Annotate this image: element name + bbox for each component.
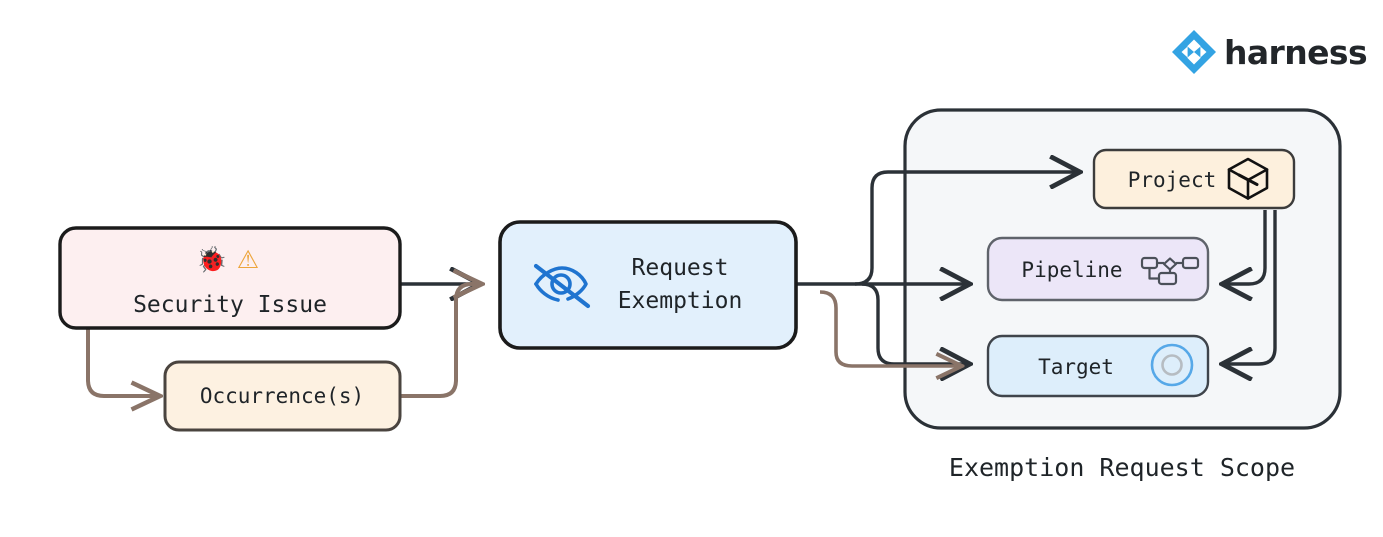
occurrences-box[interactable]	[163, 360, 402, 432]
pipeline-label: Pipeline	[1021, 258, 1122, 282]
edge-project-to-pipeline	[1222, 210, 1267, 284]
project-box[interactable]	[1092, 148, 1296, 210]
target-label: Target	[1038, 355, 1114, 379]
cube-box-icon	[1227, 157, 1269, 200]
node-security-issue[interactable]: 🐞 ⚠ Security Issue	[58, 226, 402, 330]
pipeline-box[interactable]	[986, 236, 1210, 302]
project-label: Project	[1128, 168, 1217, 192]
brand-name: harness	[1224, 33, 1367, 72]
edge-request-exemption-to-target-dark	[861, 282, 970, 364]
target-outer-ring	[1150, 343, 1194, 387]
node-occurrences[interactable]: Occurrence(s)	[163, 360, 402, 432]
request-exemption-box[interactable]	[498, 220, 798, 350]
node-pipeline[interactable]: Pipeline	[986, 236, 1210, 302]
edge-request-exemption-to-target-brown	[819, 290, 962, 366]
harness-logo: harness	[1172, 30, 1368, 74]
security-issue-box[interactable]	[58, 226, 402, 330]
edge-project-to-target	[1222, 210, 1277, 364]
target-box[interactable]	[986, 334, 1210, 398]
warning-triangle-icon: ⚠	[237, 245, 259, 274]
node-target[interactable]: Target	[986, 334, 1210, 398]
target-circles-icon	[1150, 343, 1194, 387]
request-exemption-label-line2: Exemption	[618, 288, 743, 314]
request-exemption-label-line1: Request	[632, 255, 729, 281]
occurrences-label: Occurrence(s)	[200, 384, 364, 408]
edge-security-issue-to-occurrences	[86, 328, 160, 396]
bug-icon: 🐞	[196, 245, 227, 274]
eye-off-icon	[533, 263, 591, 309]
node-project[interactable]: Project	[1092, 148, 1296, 210]
target-inner-ring	[1161, 354, 1183, 376]
security-issue-label: Security Issue	[133, 292, 327, 318]
edge-occurrences-to-request-exemption	[400, 284, 482, 398]
edge-request-exemption-to-project	[854, 172, 1080, 286]
harness-diamond-logo-icon	[1172, 30, 1216, 74]
workflow-nodes-icon	[1140, 256, 1200, 286]
node-request-exemption[interactable]: Request Exemption	[498, 220, 798, 350]
scope-caption: Exemption Request Scope	[949, 453, 1295, 482]
